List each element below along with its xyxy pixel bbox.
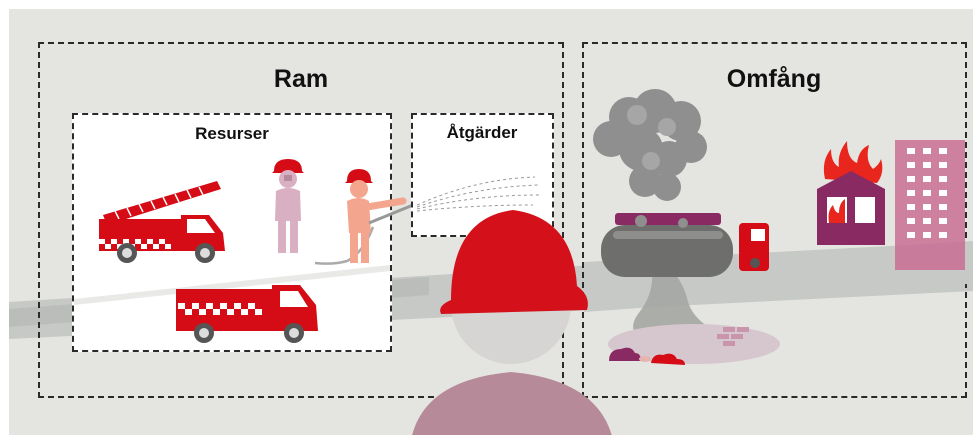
highrise-building-icon	[895, 140, 965, 270]
illustration-canvas: Ram Resurser	[9, 9, 973, 435]
bricks-icon	[713, 327, 753, 347]
firefighter-icon	[268, 157, 308, 257]
overturned-tanker-icon	[591, 207, 791, 297]
fire-truck-icon	[176, 281, 321, 343]
actions-title: Åtgärder	[417, 123, 547, 143]
burning-house-icon	[815, 139, 887, 245]
fire-truck-ladder-icon	[95, 181, 235, 266]
resources-title: Resurser	[182, 124, 282, 144]
scope-title: Omfång	[704, 65, 844, 94]
debris-icon	[605, 339, 725, 369]
smoke-icon	[589, 87, 719, 207]
observer-person-icon	[401, 200, 621, 435]
frame-title: Ram	[241, 65, 361, 94]
